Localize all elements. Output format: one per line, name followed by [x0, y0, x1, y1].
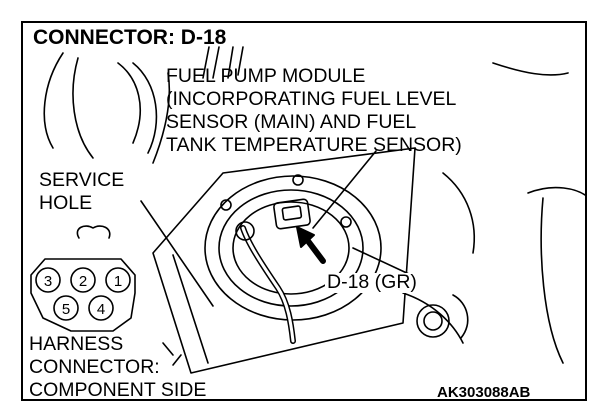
connector-title: CONNECTOR: D-18 [33, 26, 227, 49]
harness-label: HARNESS [29, 333, 124, 355]
harness-connector-housing [30, 258, 136, 332]
pin-label: 5 [62, 301, 70, 318]
module-flange-inner [218, 189, 364, 307]
pointer-arrow [296, 226, 326, 264]
left-harness-line [43, 52, 64, 149]
d18-connector-shape [273, 198, 311, 230]
module-leader-line [312, 150, 377, 229]
pin-label: 2 [79, 273, 87, 290]
module-label-line: (INCORPORATING FUEL LEVEL [166, 88, 457, 110]
module-label-line: TANK TEMPERATURE SENSOR) [166, 134, 462, 156]
module-flange-outer [204, 175, 382, 321]
service-hole-leader [140, 200, 214, 307]
pin-5-circle [53, 295, 79, 321]
harness-label: CONNECTOR: [29, 356, 160, 378]
tank-panel [152, 147, 416, 374]
pin-label: 4 [97, 301, 105, 318]
pin-4-circle [88, 295, 114, 321]
service-hole-label: SERVICE [39, 169, 125, 191]
connector-id-label: D-18 (GR) [325, 271, 419, 293]
pin-label: 3 [44, 273, 52, 290]
pin-1-circle [105, 267, 131, 293]
figure-code: AK303088AB [437, 384, 531, 401]
connector-latch [76, 225, 111, 239]
grommet-outer [416, 304, 450, 338]
d18-leader-line [352, 247, 412, 276]
pin-3-circle [35, 267, 61, 293]
module-label-line: FUEL PUMP MODULE [166, 65, 366, 87]
harness-label: COMPONENT SIDE [29, 379, 207, 401]
pin-label: 1 [114, 273, 122, 290]
service-hole-label: HOLE [39, 192, 93, 214]
diagram-frame: 3 2 1 5 4 CONNECTOR: D-18 FUEL PUMP MODU… [21, 21, 587, 401]
pin-2-circle [70, 267, 96, 293]
module-label-line: SENSOR (MAIN) AND FUEL [166, 111, 417, 133]
